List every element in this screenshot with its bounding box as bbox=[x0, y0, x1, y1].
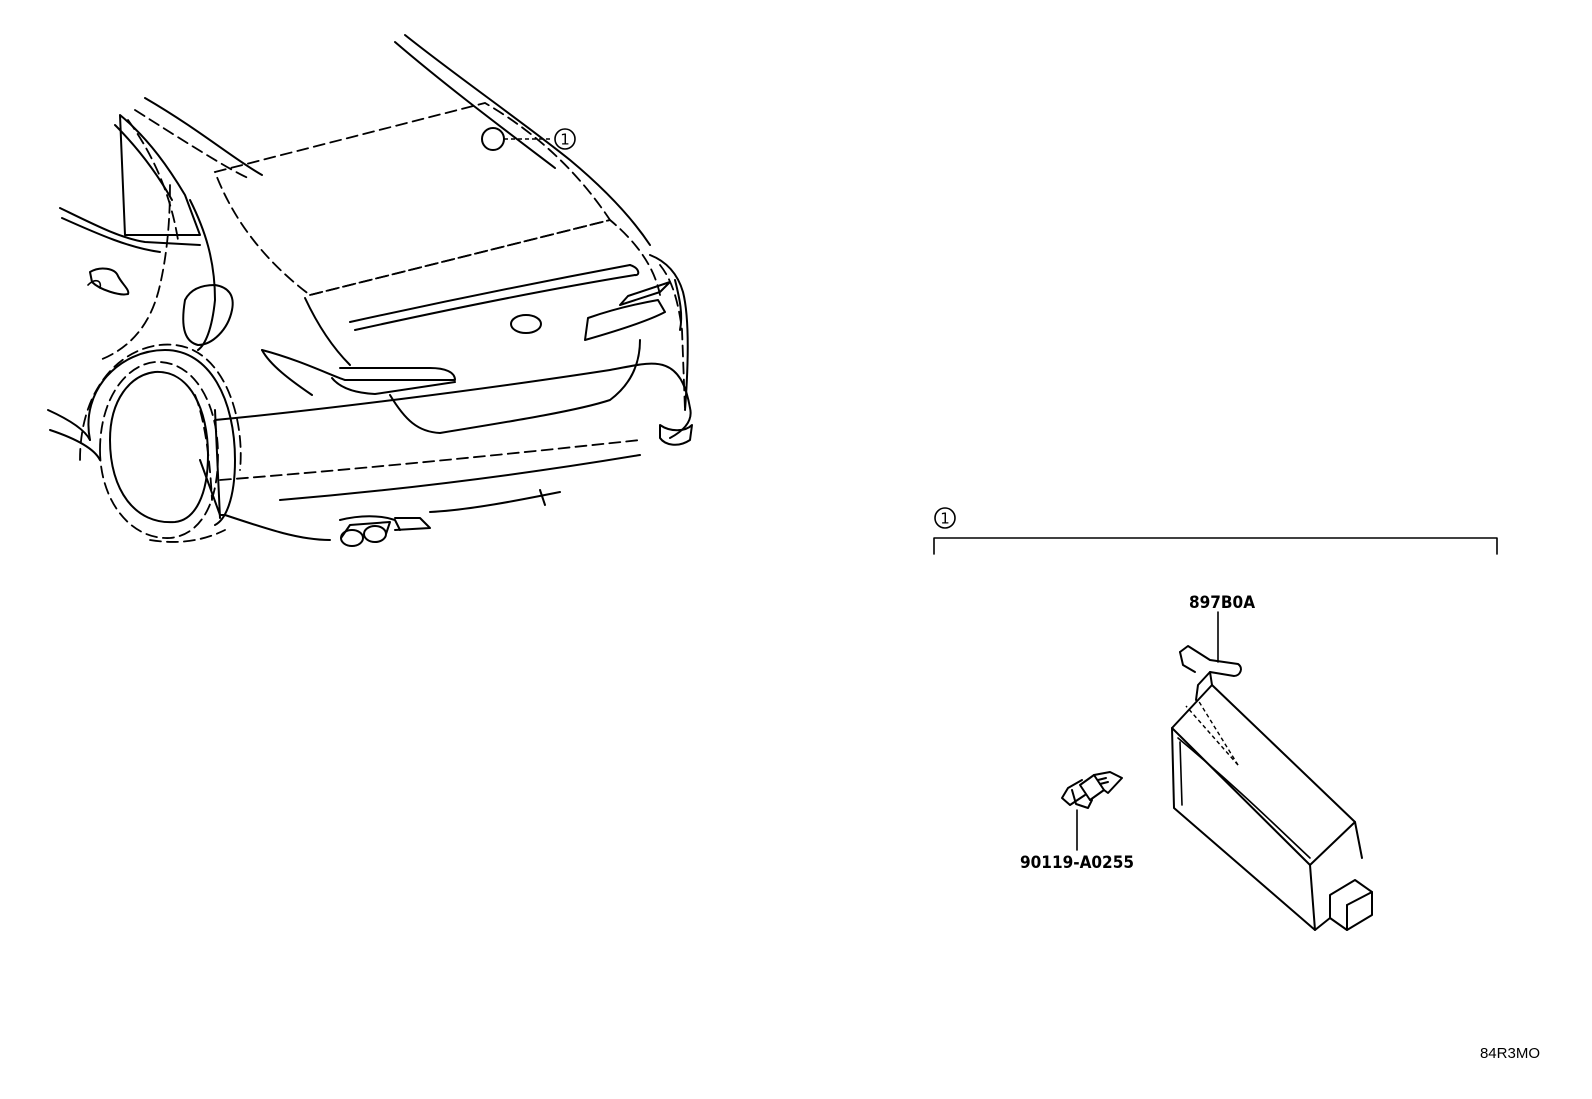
assembly-bracket: 1 bbox=[933, 507, 1498, 555]
illustration-code: 84R3MO bbox=[1480, 1045, 1540, 1062]
vehicle-rear-view bbox=[47, 34, 693, 547]
car-callout: 1 bbox=[554, 128, 576, 150]
car-callout-number: 1 bbox=[560, 131, 570, 149]
module-part-number: 897B0A bbox=[1189, 593, 1255, 613]
bolt-part-number: 90119-A0255 bbox=[1020, 853, 1134, 873]
control-module bbox=[1171, 611, 1373, 931]
sensor-location-marker bbox=[481, 127, 505, 151]
bracket-callout-number: 1 bbox=[940, 510, 950, 528]
bolt bbox=[1061, 699, 1239, 851]
